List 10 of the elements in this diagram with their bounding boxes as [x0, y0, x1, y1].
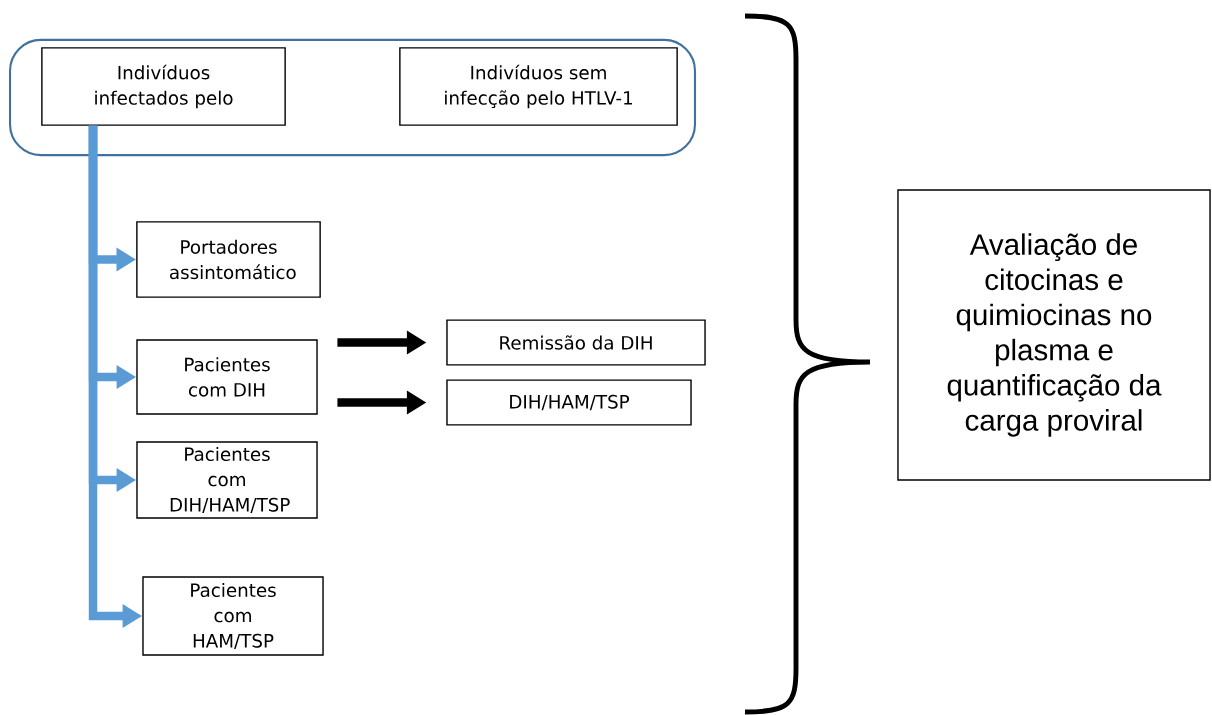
process-box: Indivíduos sem infecção pelo HTLV-1	[399, 47, 678, 126]
result-box: Avaliação de citocinas e quimiocinas no plasma e quantificação da carga proviral	[897, 189, 1211, 481]
process-box: Indivíduos infectados pelo	[41, 47, 286, 126]
group-frame	[8, 38, 697, 157]
process-box: Pacientes com HAM/TSP	[142, 576, 324, 656]
process-box: Pacientes com DIH/HAM/TSP	[136, 441, 318, 519]
process-box: DIH/HAM/TSP	[446, 379, 692, 426]
process-box: Remissão da DIH	[446, 319, 706, 366]
process-box: Pacientes com DIH	[136, 339, 318, 415]
process-box: Portadores assintomático	[136, 221, 321, 298]
